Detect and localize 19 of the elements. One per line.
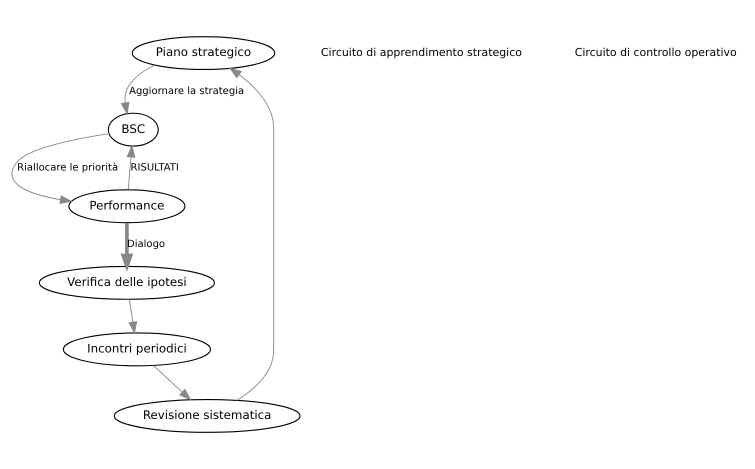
arrow <box>12 133 110 204</box>
arrow <box>120 64 156 116</box>
arrow <box>128 298 138 334</box>
label: Circuito di controllo operativo <box>574 46 737 59</box>
arrow <box>228 68 274 401</box>
node-ellipse: Piano strategico <box>132 36 276 70</box>
edge-label: RISULTATI <box>130 162 179 174</box>
node-ellipse: Revisione sistematica <box>114 398 301 433</box>
node-ellipse: Incontri periodici <box>62 332 212 366</box>
edge-label: Aggiornare la strategia <box>129 86 244 97</box>
arrow <box>126 144 136 190</box>
node-ellipse: BSC <box>108 112 159 147</box>
node-ellipse: Performance <box>68 189 186 224</box>
edge-label: Dialogo <box>127 239 166 250</box>
arrow <box>120 223 134 272</box>
arrow <box>153 365 192 400</box>
node-ellipse: Verifica delle ipotesi <box>38 266 216 300</box>
edge-label: Riallocare le priorità <box>17 162 118 174</box>
label: Circuito di apprendimento strategico <box>320 46 522 59</box>
